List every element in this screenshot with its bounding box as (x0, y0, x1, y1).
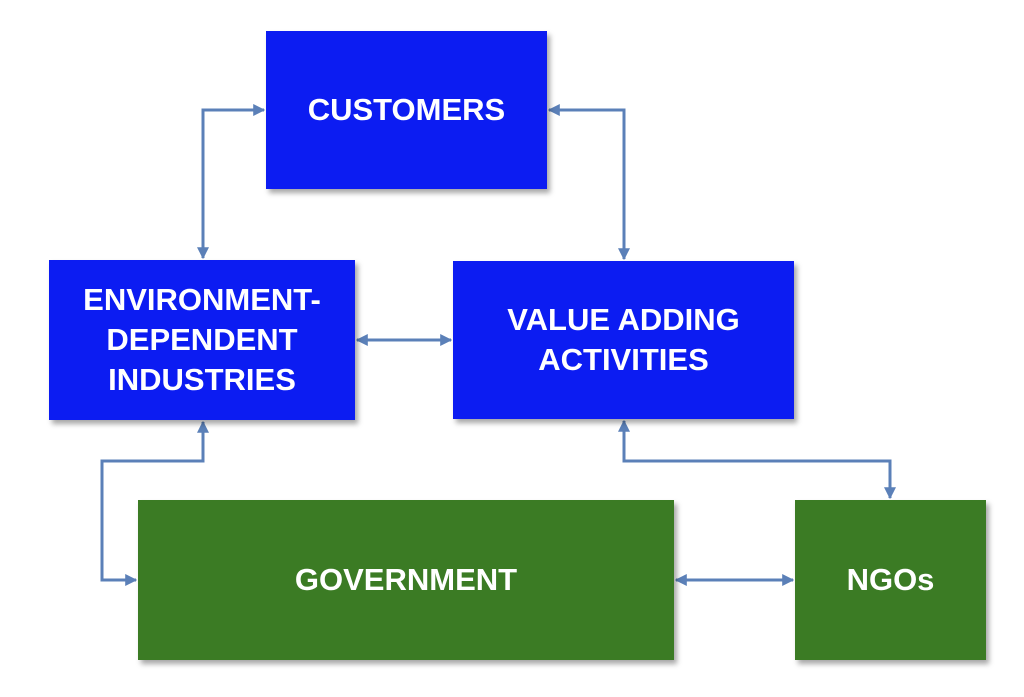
environment-dependent-industries-box: ENVIRONMENT- DEPENDENT INDUSTRIES (49, 260, 355, 420)
government-box: GOVERNMENT (138, 500, 674, 660)
environment-industries-label-line-1: ENVIRONMENT- (83, 282, 321, 317)
environment-industries-label-line-3: INDUSTRIES (108, 362, 296, 397)
ngos-label: NGOs (847, 560, 935, 600)
government-label: GOVERNMENT (295, 560, 517, 600)
ngos-box: NGOs (795, 500, 986, 660)
environment-dependent-industries-label: ENVIRONMENT- DEPENDENT INDUSTRIES (83, 280, 321, 400)
customers-label: CUSTOMERS (308, 90, 506, 130)
edge-customers-value-adding (547, 104, 630, 261)
value-adding-activities-box: VALUE ADDING ACTIVITIES (453, 261, 794, 419)
edge-value-adding-ngos (618, 419, 896, 500)
edge-customers-environment-industries (197, 104, 266, 260)
value-adding-label-line-1: VALUE ADDING (507, 302, 740, 337)
government-label-line-1: GOVERNMENT (294, 562, 518, 597)
environment-industries-label-line-2: DEPENDENT (106, 322, 298, 357)
customers-box: CUSTOMERS (266, 31, 547, 189)
value-adding-label-line-2: ACTIVITIES (538, 342, 709, 377)
value-adding-activities-label: VALUE ADDING ACTIVITIES (507, 300, 740, 380)
customers-label-line-1: CUSTOMERS (307, 92, 506, 127)
ngos-label-line-1: NGOs (846, 562, 935, 597)
